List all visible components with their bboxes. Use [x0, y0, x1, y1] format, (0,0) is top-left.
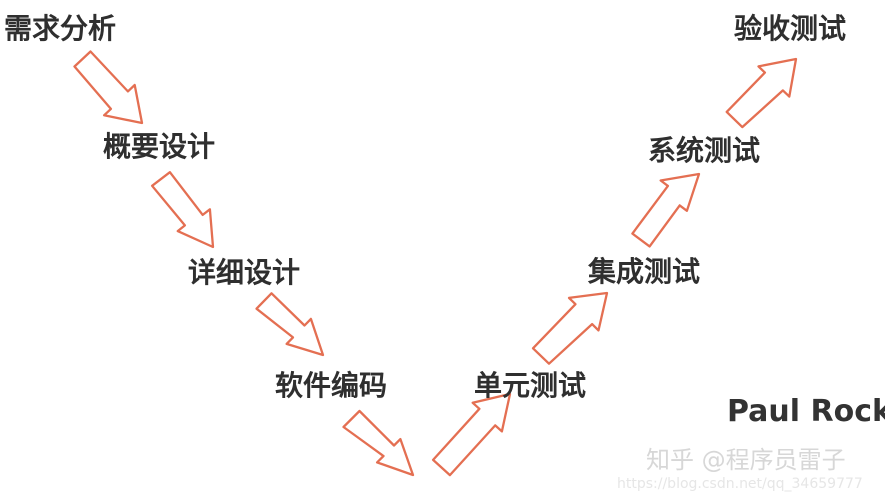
arrow-coding-downward [342, 409, 415, 477]
right-branch-labels: 单元测试 集成测试 系统测试 验收测试 [474, 12, 846, 402]
arrow-high-level-design-to-detailed-design [150, 171, 215, 249]
left-branch-labels: 需求分析 概要设计 详细设计 软件编码 [4, 12, 387, 402]
right-branch-arrows [431, 57, 798, 477]
arrow-detailed-design-to-coding [255, 292, 325, 357]
stage-system-testing: 系统测试 [648, 134, 760, 167]
source-url-label: https://blog.csdn.net/qq_34659777 [617, 476, 863, 492]
arrow-upward-to-unit-testing [431, 392, 512, 477]
stage-detailed-design: 详细设计 [188, 256, 300, 289]
arrow-system-to-acceptance-testing [725, 57, 798, 129]
stage-high-level-design: 概要设计 [103, 130, 215, 163]
stage-acceptance-testing: 验收测试 [734, 12, 846, 45]
stage-integration-testing: 集成测试 [587, 255, 700, 288]
arrow-integration-to-system-testing [631, 172, 701, 248]
credit-label: Paul Rock [727, 394, 885, 429]
left-branch-arrows [73, 50, 415, 477]
stage-requirements-analysis: 需求分析 [4, 12, 116, 45]
arrow-requirements-to-high-level-design [73, 50, 144, 125]
arrow-unit-to-integration-testing [531, 291, 609, 365]
stage-coding: 软件编码 [275, 369, 387, 402]
stage-unit-testing: 单元测试 [474, 369, 586, 402]
watermark-label: 知乎 @程序员雷子 [646, 446, 846, 474]
